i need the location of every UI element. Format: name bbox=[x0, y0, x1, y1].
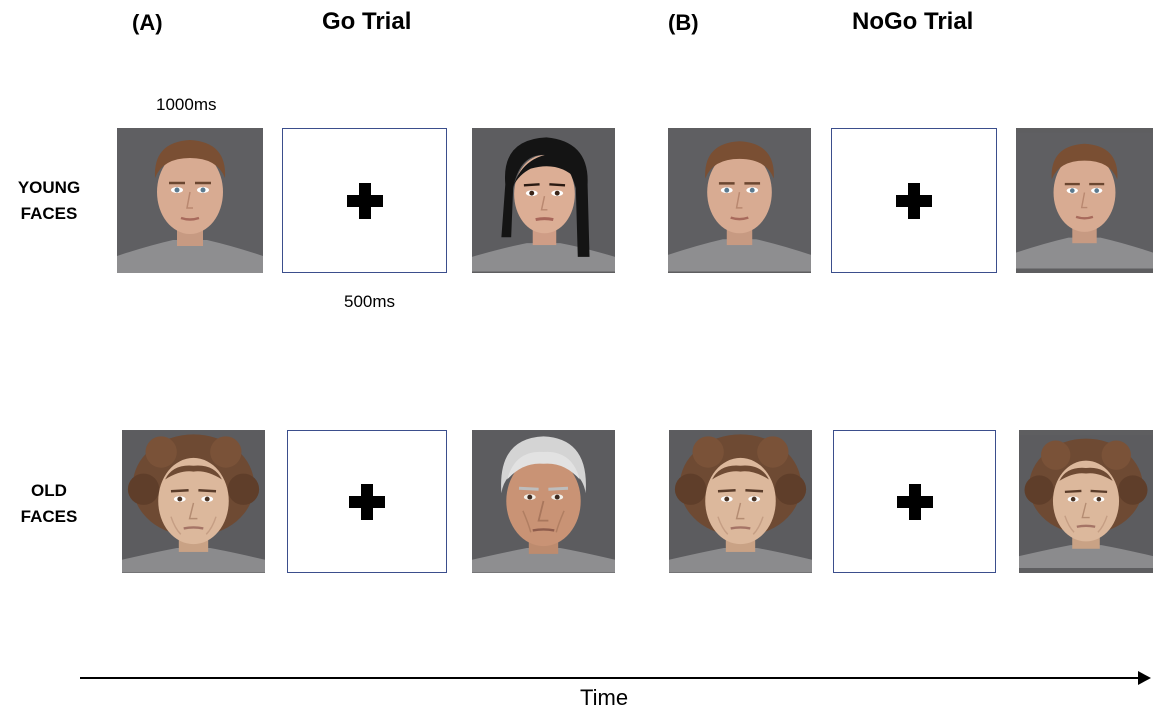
fixation-duration-label: 500ms bbox=[344, 292, 396, 311]
face-duration-label: 1000ms bbox=[156, 95, 217, 114]
nogo-trial-title: NoGo Trial bbox=[852, 8, 974, 35]
fixation-cross-icon bbox=[346, 182, 383, 219]
row-label-old-faces: OLD FACES bbox=[4, 478, 94, 530]
fixation-box bbox=[287, 430, 447, 573]
row-label-young-line1: YOUNG bbox=[17, 178, 81, 197]
old-female-face-image bbox=[669, 430, 812, 573]
fixation-box bbox=[833, 430, 996, 573]
time-axis-line bbox=[80, 677, 1140, 679]
old-female-face-image bbox=[122, 430, 265, 573]
young-female-face-image bbox=[472, 128, 615, 273]
fixation-box bbox=[282, 128, 447, 273]
arrow-right-icon bbox=[1138, 671, 1151, 685]
go-trial-title: Go Trial bbox=[322, 8, 412, 35]
row-label-young-faces: YOUNG FACES bbox=[4, 175, 94, 227]
fixation-cross-icon bbox=[349, 483, 385, 520]
fixation-box bbox=[831, 128, 997, 273]
panel-a-label: (A) bbox=[132, 10, 163, 35]
young-male-face-image bbox=[668, 128, 811, 273]
panel-b-label: (B) bbox=[668, 10, 699, 35]
row-label-old-line1: OLD bbox=[31, 481, 67, 500]
fixation-cross-icon bbox=[896, 483, 933, 520]
young-male-face-image bbox=[1016, 128, 1153, 273]
fixation-cross-icon bbox=[896, 182, 932, 219]
row-label-old-line2: FACES bbox=[20, 507, 78, 526]
time-axis-label: Time bbox=[580, 685, 629, 710]
young-male-face-image bbox=[117, 128, 263, 273]
row-label-young-line2: FACES bbox=[20, 204, 78, 223]
old-male-face-image bbox=[472, 430, 615, 573]
old-female-face-image bbox=[1019, 430, 1153, 573]
